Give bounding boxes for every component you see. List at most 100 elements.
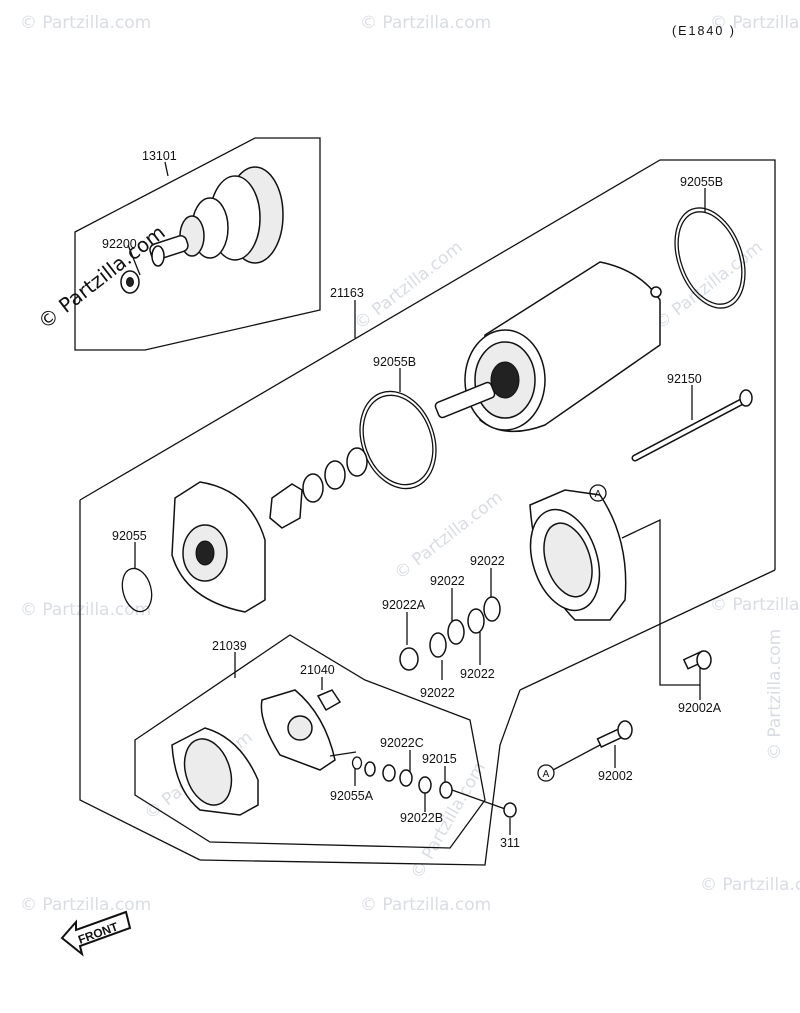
long-bolt-92150 xyxy=(631,389,753,462)
label-21039: 21039 xyxy=(212,639,247,653)
washer-92200-hole xyxy=(126,277,134,287)
watermark-text: © Partzilla.com xyxy=(710,13,800,33)
washer xyxy=(346,447,368,477)
watermark-text: © Partzilla.com xyxy=(391,487,507,584)
front-cover xyxy=(171,481,266,613)
watermark-text: © Partzilla.com xyxy=(20,600,151,620)
o-ring-92055B-top xyxy=(674,207,746,309)
ref-letter: A xyxy=(543,769,550,780)
label-92055B-top: 92055B xyxy=(680,175,723,189)
shim-92022-c xyxy=(429,632,447,658)
o-ring-92055A xyxy=(351,756,363,770)
front-arrow-shape xyxy=(60,910,132,957)
label-21163: 21163 xyxy=(330,286,364,300)
leader-ref-a-bottom xyxy=(552,744,601,771)
brush-holder xyxy=(260,689,357,771)
label-21040: 21040 xyxy=(300,663,335,677)
brush-21040 xyxy=(316,689,342,712)
shim-92022B xyxy=(418,776,432,794)
housing-opening xyxy=(183,738,233,806)
label-92055A: 92055A xyxy=(330,789,374,803)
diagram-code: (E1840 ) xyxy=(672,24,736,38)
ref-marker-a-top: A xyxy=(589,484,607,502)
label-92002A: 92002A xyxy=(678,701,722,715)
retainer-plate xyxy=(269,483,303,529)
shim-92022C xyxy=(399,769,413,787)
ref-circle xyxy=(537,764,555,782)
label-92055B-mid: 92055B xyxy=(373,355,416,369)
washer xyxy=(364,761,376,777)
label-92022B: 92022B xyxy=(400,811,443,825)
motor-stud xyxy=(650,286,662,298)
washer xyxy=(302,473,324,503)
starter-motor-21163 xyxy=(434,261,662,433)
o-ring-92055B-mid-inner xyxy=(362,394,434,486)
washer-92015 xyxy=(439,781,453,799)
shim-92022A xyxy=(399,647,419,671)
leader-13101 xyxy=(164,161,169,177)
watermark-text: © Partzilla.com xyxy=(360,895,491,915)
watermark-text: © Partzilla.com xyxy=(700,875,800,895)
bolt-92002A xyxy=(682,650,712,670)
bolt-92002 xyxy=(596,720,633,749)
front-cover-bore xyxy=(195,540,215,566)
label-92150: 92150 xyxy=(667,372,702,386)
motor-commutator xyxy=(490,361,520,399)
watermark-text: © Partzilla.com xyxy=(360,13,491,33)
shim-92022-b xyxy=(447,619,465,645)
leader-nut-311 xyxy=(451,789,509,811)
terminal-bolt xyxy=(329,751,357,757)
front-arrow: FRONT xyxy=(60,910,132,957)
label-92002: 92002 xyxy=(598,769,633,783)
watermark-text: © Partzilla.com xyxy=(20,895,151,915)
bolt-92002A-head xyxy=(696,650,712,670)
label-92022-c: 92022 xyxy=(420,686,455,700)
watermark-text: © Partzilla.com xyxy=(765,629,785,760)
watermark-text: © Partzilla.com xyxy=(20,13,151,33)
rear-end-cover xyxy=(529,489,627,621)
shim-92022-a xyxy=(483,596,501,622)
brush-housing-21039 xyxy=(171,727,259,816)
label-13101: 13101 xyxy=(142,149,177,163)
label-92022A: 92022A xyxy=(382,598,426,612)
motor-shaft xyxy=(434,381,496,419)
bolt-92150-head xyxy=(739,389,753,407)
label-92200: 92200 xyxy=(102,237,137,251)
ref-marker-a-bottom: A xyxy=(537,764,555,782)
frame-pinion-group xyxy=(74,137,321,351)
thrust-washers xyxy=(269,447,368,529)
o-ring-92055 xyxy=(121,567,153,613)
label-92022C: 92022C xyxy=(380,736,424,750)
terminal-hardware xyxy=(351,756,517,818)
nut-311 xyxy=(503,802,517,818)
pinion-clutch-13101 xyxy=(120,166,284,294)
frame-starter-group xyxy=(79,159,776,570)
label-92022-b: 92022 xyxy=(430,574,465,588)
frame-brush-group xyxy=(134,634,486,849)
label-92055: 92055 xyxy=(112,529,147,543)
ref-circle xyxy=(589,484,607,502)
frame-left-side xyxy=(79,500,201,861)
washer xyxy=(324,460,346,490)
brush-plate-center xyxy=(287,715,313,741)
part-labels: 13101 92200 21163 92055B 92055B 92150 92… xyxy=(102,149,723,850)
watermark-text: © Partzilla.com xyxy=(351,237,467,334)
label-92015: 92015 xyxy=(422,752,457,766)
watermark-text: © Partzilla.com xyxy=(710,595,800,615)
frame-right-side xyxy=(519,569,776,691)
washer xyxy=(382,764,396,782)
clutch-shaft-tip xyxy=(151,245,165,267)
o-ring-92055B-top-inner xyxy=(677,211,743,305)
bolt-92150-shank-inner xyxy=(633,398,747,460)
label-311: 311 xyxy=(500,836,520,850)
bolt-92002-head xyxy=(617,720,633,740)
label-92022-a: 92022 xyxy=(470,554,505,568)
shim-92022-d xyxy=(467,608,485,634)
leader-lines xyxy=(127,161,706,835)
o-ring-92055B-mid xyxy=(359,390,437,490)
label-92022-d: 92022 xyxy=(460,667,495,681)
rear-cover-inner xyxy=(543,522,593,598)
ref-letter: A xyxy=(595,489,602,500)
watermark-text: © Partzilla.com xyxy=(651,237,767,334)
